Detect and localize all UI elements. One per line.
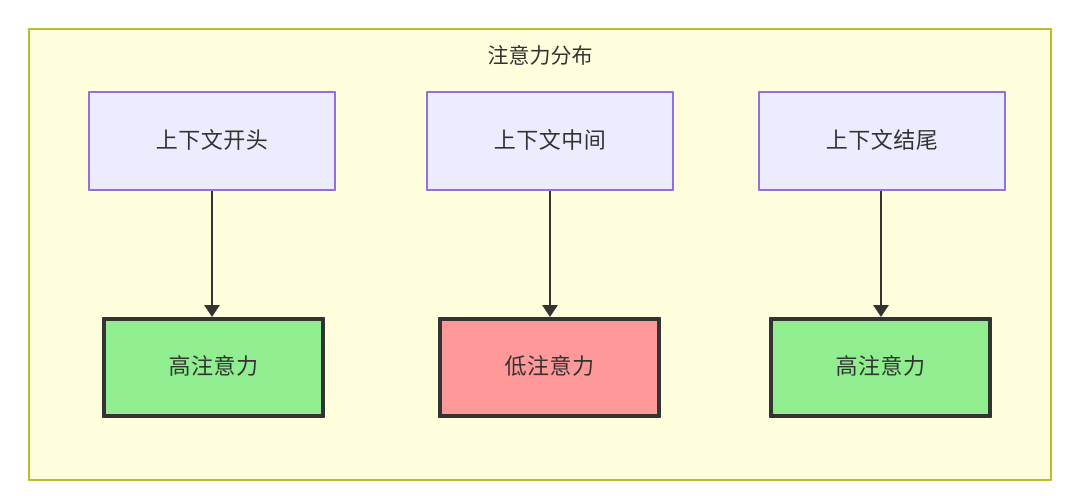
cluster-title: 注意力分布: [487, 45, 593, 68]
node-attention-high-end[interactable]: 高注意力: [769, 317, 992, 418]
node-attention-low-middle[interactable]: 低注意力: [438, 317, 661, 418]
down-arrow-icon: [204, 305, 220, 317]
node-context-middle[interactable]: 上下文中间: [426, 91, 674, 191]
node-context-end[interactable]: 上下文结尾: [758, 91, 1006, 191]
edge-context-start-to-attention: [204, 191, 220, 317]
down-arrow-icon: [542, 305, 558, 317]
edge-context-middle-to-attention: [542, 191, 558, 317]
node-context-start[interactable]: 上下文开头: [88, 91, 336, 191]
edge-line: [880, 191, 882, 305]
edge-context-end-to-attention: [873, 191, 889, 317]
edge-line: [549, 191, 551, 305]
down-arrow-icon: [873, 305, 889, 317]
node-attention-high-start[interactable]: 高注意力: [102, 317, 325, 418]
edge-line: [211, 191, 213, 305]
